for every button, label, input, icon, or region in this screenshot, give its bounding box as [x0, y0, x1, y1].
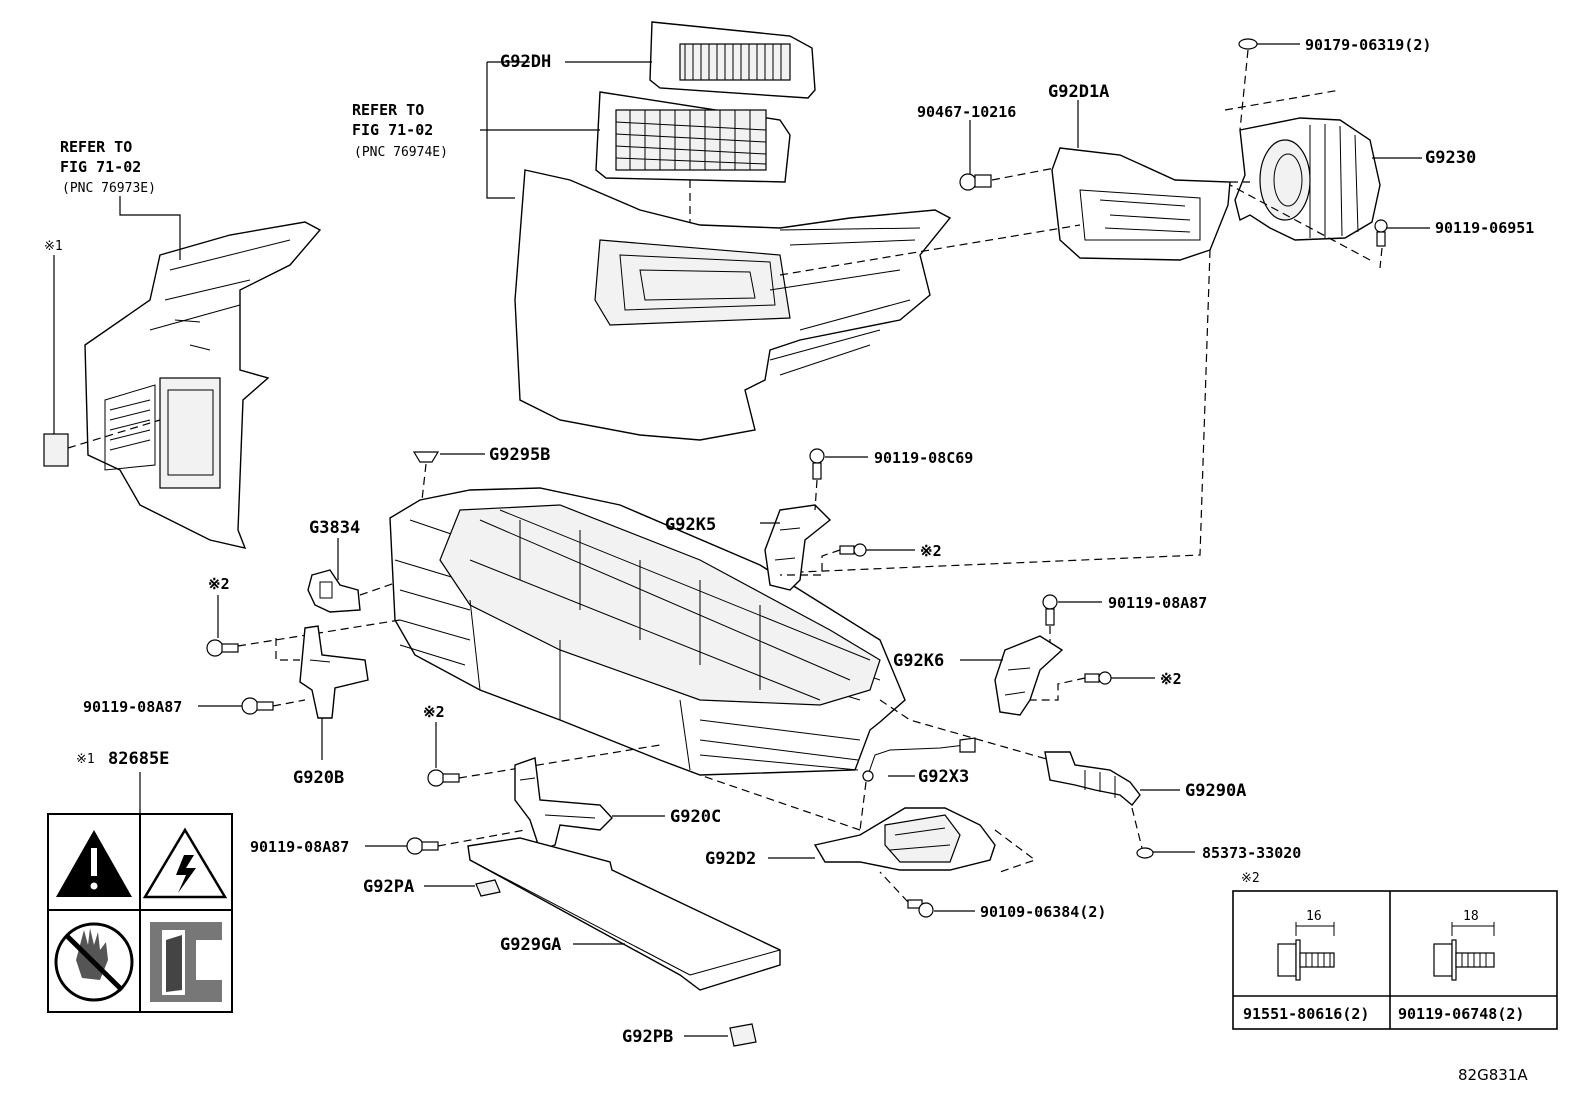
bolt-90119-08a87-right-icon [1042, 594, 1058, 626]
warning-label-82685e [47, 813, 233, 1013]
label-note2-mid: ※2 [423, 703, 445, 721]
label-90119-08c69: 90119-08C69 [874, 449, 973, 467]
label-g92k5: G92K5 [665, 515, 716, 535]
part-col1: 91551-80616(2) [1243, 1005, 1369, 1023]
label-g92d2: G92D2 [705, 849, 756, 869]
bolt-90119-08a87-left-icon [241, 697, 274, 715]
bolt-note2-k6-icon [1084, 671, 1112, 685]
label-82685e-small [43, 433, 69, 467]
clip-g9295b-icon [412, 451, 440, 463]
bolt-90119-06951-icon [1374, 219, 1388, 247]
label-g92dh: G92DH [500, 52, 551, 72]
note1-small: ※1 [76, 752, 95, 767]
label-90467: 90467-10216 [917, 103, 1016, 121]
label-85373: 85373-33020 [1202, 844, 1301, 862]
label-g92x3: G92X3 [918, 767, 969, 787]
bolt-table: 16 91551-80616(2) 18 90119-06748(2) [1232, 890, 1558, 1030]
bolt-note2-mid-icon [427, 769, 460, 787]
battery-symbol-icon [150, 922, 222, 1002]
bolt-90467-icon [959, 173, 992, 191]
bolt-note2-left-icon [206, 639, 239, 657]
dim-col2: 18 [1463, 909, 1479, 924]
bracket-g92k6 [994, 635, 1064, 716]
label-g92pb: G92PB [622, 1027, 673, 1047]
duct-g92d1a [1051, 147, 1231, 261]
bracket-g920b [299, 625, 369, 719]
bracket-g3834 [307, 569, 361, 613]
ref-left-line3: (PNC 76973E) [62, 181, 156, 196]
air-inlet-grille-lower [595, 91, 791, 183]
bolt-note2-k5-icon [839, 543, 867, 557]
note1-label: ※1 [44, 239, 63, 254]
bolt-90119-08c69-icon [809, 448, 825, 480]
bolt-90119-06748-icon [1433, 922, 1495, 981]
bolt-90109-icon [907, 899, 934, 918]
label-note2-k5: ※2 [920, 542, 942, 560]
label-note2-k6: ※2 [1160, 670, 1182, 688]
pad-g92pa-icon [475, 879, 501, 897]
label-g3834: G3834 [309, 518, 360, 538]
ref-left-line1: REFER TO [60, 138, 132, 156]
label-90109: 90109-06384(2) [980, 903, 1106, 921]
dim-col1: 16 [1306, 909, 1322, 924]
ref-left-line2: FIG 71-02 [60, 158, 141, 176]
label-g92k6: G92K6 [893, 651, 944, 671]
ref-center-line2: FIG 71-02 [352, 121, 433, 139]
part-col2: 90119-06748(2) [1398, 1005, 1524, 1023]
label-90119-08a87-right: 90119-08A87 [1108, 594, 1207, 612]
ref-center-line3: (PNC 76974E) [354, 145, 448, 160]
label-90119-08a87-bottom: 90119-08A87 [250, 838, 349, 856]
sensor-g9290a [1044, 751, 1141, 806]
no-touch-icon [54, 922, 134, 1002]
diagram-id: 82G831A [1458, 1066, 1528, 1084]
label-note2-left: ※2 [208, 575, 230, 593]
air-inlet-grille-upper [649, 21, 816, 99]
bracket-g92k5 [764, 504, 832, 591]
high-voltage-icon [142, 827, 228, 899]
harness-g92x3 [862, 737, 976, 782]
plate-g929ga [467, 837, 781, 991]
bracket-g92d2 [813, 807, 996, 871]
duct-housing [514, 169, 952, 441]
label-90119-06951: 90119-06951 [1435, 219, 1534, 237]
label-g9230: G9230 [1425, 148, 1476, 168]
bolt-90119-08a87-bottom-icon [406, 837, 439, 855]
label-g920b: G920B [293, 768, 344, 788]
pad-g92pb-icon [729, 1023, 757, 1047]
reference-left: REFER TO FIG 71-02 (PNC 76973E) [60, 138, 156, 196]
warning-triangle-icon [56, 830, 132, 897]
blower-g9230 [1234, 117, 1381, 241]
label-g9295b: G9295B [489, 445, 550, 465]
label-g9290a: G9290A [1185, 781, 1246, 801]
label-g92d1a: G92D1A [1048, 82, 1109, 102]
bolt-table-title: ※2 [1241, 871, 1260, 886]
label-82685e: 82685E [108, 749, 169, 769]
battery-pack [389, 487, 906, 776]
label-g929ga: G929GA [500, 935, 561, 955]
label-90179: 90179-06319(2) [1305, 36, 1431, 54]
nut-90179-icon [1238, 38, 1258, 50]
grommet-85373-icon [1136, 847, 1154, 859]
label-90119-08a87-left: 90119-08A87 [83, 698, 182, 716]
left-side-cover [84, 221, 322, 549]
reference-center: REFER TO FIG 71-02 (PNC 76974E) [352, 101, 448, 160]
label-g920c: G920C [670, 807, 721, 827]
label-g92pa: G92PA [363, 877, 414, 897]
bolt-91551-icon [1277, 922, 1335, 981]
ref-center-line1: REFER TO [352, 101, 424, 119]
bracket-g920c [514, 757, 613, 851]
